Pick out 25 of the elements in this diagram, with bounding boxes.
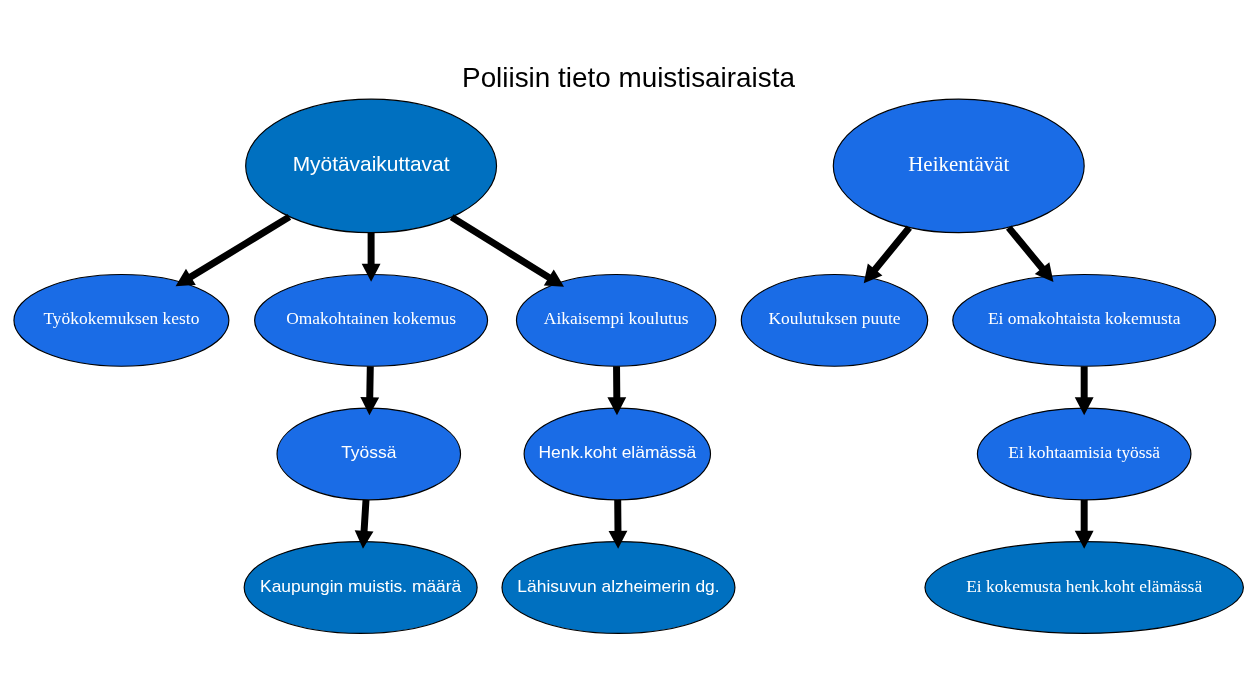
arrow [360, 366, 380, 416]
arrow [449, 214, 565, 287]
node-ellipse: Työkokemuksen kesto [13, 273, 230, 367]
node-ellipse: Myötävaikuttavat [245, 98, 498, 234]
node-ellipse: Henk.koht elämässä [523, 407, 712, 501]
node-ellipse: Heikentävät [832, 98, 1085, 234]
node-ellipse: Omakohtainen kokemus [254, 273, 489, 367]
arrow [607, 366, 627, 416]
node-ellipse: Ei kokemusta henk.koht elämässä [924, 541, 1244, 634]
arrow [1006, 225, 1054, 282]
arrow [361, 232, 381, 282]
node-ellipse: Ei omakohtaista kokemusta [952, 273, 1217, 367]
node-ellipse: Kaupungin muistis. määrä [243, 541, 478, 634]
node-ellipse: Aikaisempi koulutus [515, 273, 717, 367]
arrow [1074, 499, 1094, 549]
node-ellipse: Ei kohtaamisia työssä [976, 407, 1192, 501]
node-ellipse: Koulutuksen puute [740, 273, 929, 367]
node-ellipse: Lähisuvun alzheimerin dg. [501, 541, 736, 634]
arrow [608, 499, 628, 549]
node-ellipse: Työssä [276, 407, 462, 501]
diagram-title: Poliisin tieto muistisairaista [462, 61, 795, 93]
arrow [175, 213, 292, 287]
arrow [354, 499, 374, 549]
arrow [863, 225, 912, 284]
arrow [1074, 366, 1094, 416]
